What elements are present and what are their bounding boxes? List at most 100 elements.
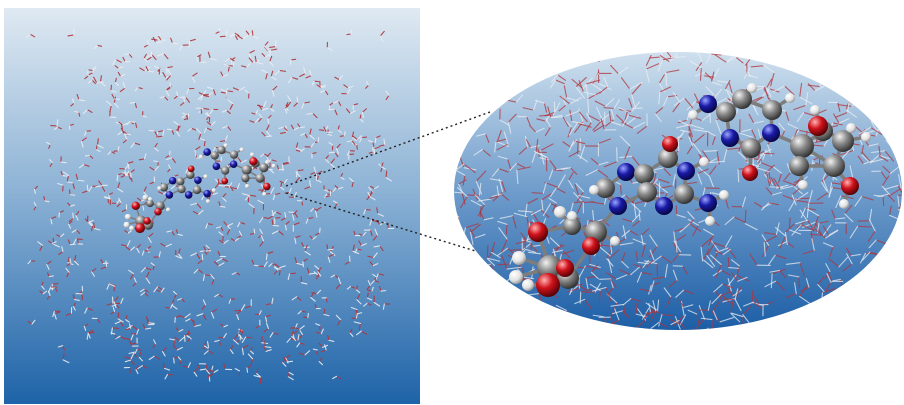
simulation-box-background [4, 8, 420, 404]
water-molecule [650, 255, 673, 264]
nitrogen-atom [165, 191, 174, 199]
water-molecule [323, 185, 329, 192]
water-molecule [207, 51, 217, 61]
water-molecule [730, 259, 740, 277]
water-molecule [254, 55, 263, 65]
water-molecule [518, 135, 529, 155]
water-molecule [154, 65, 161, 75]
water-molecule [499, 215, 517, 229]
hydrogen-atom [699, 157, 709, 167]
water-molecule [43, 195, 50, 203]
water-molecule [844, 204, 854, 223]
water-molecule [764, 280, 785, 291]
water-molecule [678, 120, 690, 138]
water-molecule [343, 84, 354, 89]
water-molecule [111, 199, 121, 204]
water-molecule [69, 123, 74, 131]
water-molecule [230, 32, 240, 38]
water-molecule [788, 217, 802, 235]
water-molecule [78, 163, 90, 169]
water-molecule [140, 291, 149, 297]
oxygen-atom [742, 165, 758, 181]
water-molecule [81, 184, 89, 194]
water-molecule [274, 217, 281, 225]
water-molecule [224, 63, 230, 72]
water-molecule [299, 67, 306, 78]
water-molecule [603, 99, 621, 109]
water-molecule [143, 186, 148, 197]
water-molecule [842, 253, 853, 272]
water-molecule [153, 286, 164, 293]
water-molecule [100, 260, 108, 270]
water-molecule [93, 76, 104, 84]
water-molecule [639, 280, 655, 292]
water-molecule [632, 210, 641, 227]
water-molecule [687, 218, 699, 237]
water-molecule [210, 369, 219, 373]
water-molecule [83, 323, 89, 331]
water-molecule [191, 72, 198, 83]
water-molecule [764, 222, 780, 236]
water-molecule [183, 113, 190, 121]
water-molecule [209, 274, 215, 285]
water-molecule [619, 135, 631, 160]
water-molecule [346, 150, 355, 156]
water-molecule [287, 272, 297, 281]
water-molecule [291, 210, 298, 221]
water-molecule [118, 121, 128, 126]
water-molecule [205, 369, 210, 379]
water-molecule [743, 65, 764, 79]
water-molecule [294, 257, 304, 266]
water-molecule [802, 238, 815, 255]
water-molecule [177, 298, 185, 303]
water-molecule [294, 235, 301, 244]
water-molecule [352, 135, 363, 141]
carbon-atom [229, 150, 239, 159]
water-molecule [203, 246, 212, 252]
water-molecule [136, 244, 141, 254]
water-molecule [304, 180, 312, 190]
water-molecule [316, 328, 324, 335]
water-molecule [256, 100, 267, 108]
water-molecule [769, 269, 787, 279]
water-molecule [868, 239, 887, 249]
water-molecule [739, 119, 753, 138]
water-molecule [127, 161, 134, 170]
water-molecule [39, 290, 48, 295]
water-molecule [575, 182, 585, 202]
water-molecule [888, 205, 899, 220]
hydrogen-atom [509, 270, 523, 284]
water-molecule [165, 157, 176, 164]
water-molecule [724, 80, 735, 96]
water-molecule [612, 310, 631, 319]
water-molecule [454, 191, 466, 205]
water-molecule [496, 130, 509, 147]
water-molecule [311, 152, 317, 159]
water-molecule [359, 136, 368, 143]
water-molecule [632, 238, 647, 258]
water-molecule [86, 331, 95, 340]
water-molecule [297, 310, 306, 315]
oxygen-atom [556, 259, 574, 277]
water-molecule [175, 327, 184, 333]
water-molecule [47, 286, 58, 293]
water-molecule [247, 353, 254, 366]
hydrogen-atom [244, 184, 250, 189]
water-molecule [589, 252, 601, 268]
water-molecule [155, 129, 165, 138]
water-molecule [291, 296, 302, 301]
water-molecule [645, 300, 657, 315]
water-molecule [172, 345, 183, 351]
water-molecule [652, 167, 671, 177]
water-molecule [245, 194, 257, 201]
water-molecule [95, 185, 106, 192]
water-molecule [46, 141, 51, 149]
water-molecule [882, 165, 899, 175]
oxygen-atom [536, 273, 560, 297]
water-molecule [795, 219, 815, 232]
water-molecule [265, 314, 271, 323]
water-molecule [265, 251, 274, 261]
water-molecule [665, 69, 680, 87]
water-molecule [679, 223, 702, 233]
